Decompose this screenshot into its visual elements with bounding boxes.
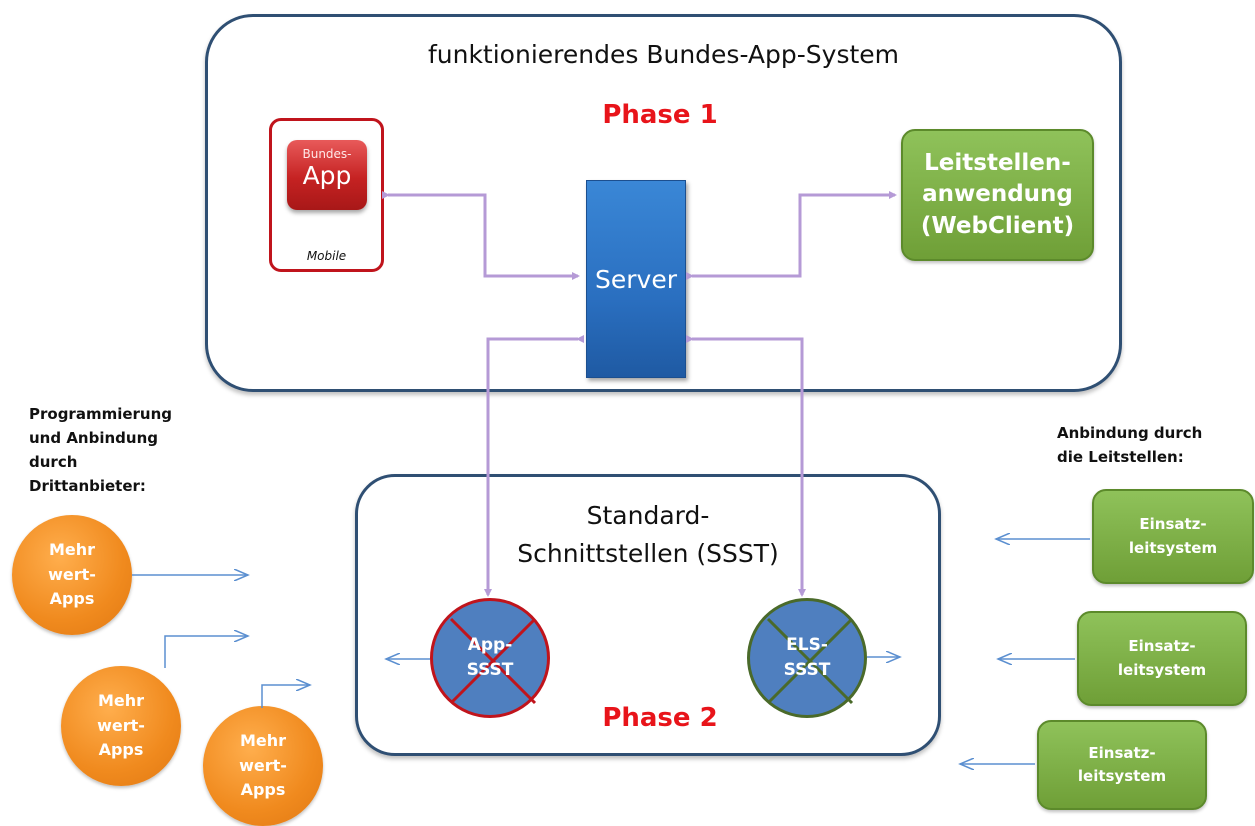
- server-label: Server: [595, 264, 677, 294]
- third-party-line-2: und Anbindung: [29, 429, 158, 447]
- mehrwert-app-node: Mehr wert- Apps: [203, 706, 323, 826]
- els-line-1: Einsatz-: [1139, 515, 1207, 534]
- leitstellen-note: Anbindung durch die Leitstellen:: [1057, 421, 1237, 469]
- bundes-app-label-main: App: [302, 161, 352, 190]
- els-line-1: Einsatz-: [1128, 637, 1196, 656]
- third-party-line-1: Programmierung: [29, 405, 173, 423]
- third-party-note: Programmierung und Anbindung durch Dritt…: [29, 402, 189, 498]
- mehrwert-app-node: Mehr wert- Apps: [12, 515, 132, 635]
- mehrwert-line-1: Mehr: [239, 730, 287, 750]
- app-ssst-node: App- SSST: [430, 598, 550, 718]
- ssst-title-line-2: Schnittstellen (SSST): [517, 538, 779, 568]
- cross-out-icon: [449, 617, 537, 705]
- einsatzleitsystem-node: Einsatz- leitsystem: [1037, 720, 1207, 810]
- els-ssst-line-2: SSST: [783, 660, 831, 680]
- mehrwert-line-3: Apps: [240, 780, 286, 800]
- els-line-2: leitsystem: [1117, 660, 1207, 679]
- arrow-mehr2: [164, 636, 248, 668]
- cross-out-icon: [766, 617, 854, 705]
- third-party-line-4: Drittanbieter:: [29, 477, 146, 495]
- bundes-app-icon: Bundes- App: [287, 140, 367, 210]
- third-party-line-3: durch: [29, 453, 78, 471]
- ssst-title-line-1: Standard-: [586, 501, 710, 530]
- els-ssst-node: ELS- SSST: [747, 598, 867, 718]
- els-line-2: leitsystem: [1128, 538, 1218, 557]
- ssst-title: Standard- Schnittstellen (SSST): [355, 497, 941, 572]
- mehrwert-line-3: Apps: [49, 589, 95, 609]
- leitstelle-line-2: anwendung: [922, 181, 1073, 208]
- leitstellen-note-line-1: Anbindung durch: [1057, 424, 1203, 442]
- els-ssst-line-1: ELS-: [786, 635, 828, 656]
- els-line-2: leitsystem: [1077, 767, 1167, 785]
- arrow-mehr3: [261, 685, 310, 708]
- einsatzleitsystem-node: Einsatz- leitsystem: [1077, 611, 1247, 706]
- phase-1-label: Phase 1: [602, 100, 718, 130]
- mehrwert-line-2: wert-: [97, 715, 145, 735]
- mobile-caption: Mobile: [306, 249, 347, 263]
- els-line-1: Einsatz-: [1088, 743, 1156, 762]
- bundes-app-label-top: Bundes-: [302, 147, 352, 161]
- mehrwert-line-1: Mehr: [48, 539, 96, 559]
- leitstellen-anwendung-node: Leitstellen- anwendung (WebClient): [901, 129, 1094, 261]
- einsatzleitsystem-node: Einsatz- leitsystem: [1092, 489, 1254, 584]
- mehrwert-line-2: wert-: [239, 755, 287, 775]
- leitstellen-note-line-2: die Leitstellen:: [1057, 448, 1184, 466]
- server-node: Server: [586, 180, 686, 378]
- mehrwert-line-1: Mehr: [97, 690, 145, 710]
- mehrwert-line-3: Apps: [98, 740, 144, 760]
- system-title: funktionierendes Bundes-App-System: [427, 40, 900, 69]
- leitstelle-line-3: (WebClient): [920, 212, 1075, 239]
- mehrwert-line-2: wert-: [48, 564, 96, 584]
- app-ssst-line-2: SSST: [466, 660, 514, 680]
- phase-2-label: Phase 2: [602, 703, 718, 733]
- app-ssst-line-1: App-: [467, 635, 513, 656]
- mehrwert-app-node: Mehr wert- Apps: [61, 666, 181, 786]
- leitstelle-line-1: Leitstellen-: [924, 150, 1071, 177]
